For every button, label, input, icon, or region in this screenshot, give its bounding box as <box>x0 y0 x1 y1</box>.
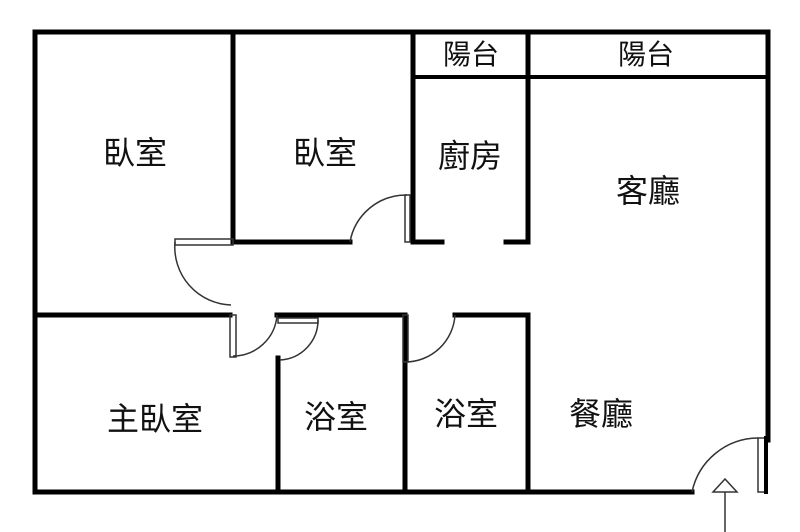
entrance-door-swing <box>691 437 759 493</box>
bedroom-1-door-swing <box>174 241 232 306</box>
bath-1-door-panel <box>277 317 319 324</box>
room-label-bathroom-2: 浴室 <box>434 395 498 433</box>
master-door-panel <box>229 314 237 358</box>
bedroom-2-door-swing <box>349 194 408 243</box>
room-label-balcony-2: 陽台 <box>618 38 674 71</box>
room-label-master-bedroom: 主臥室 <box>107 400 203 438</box>
room-label-bedroom-1: 臥室 <box>103 134 167 172</box>
entrance-door-panel <box>757 437 766 493</box>
entrance-arrow-icon <box>711 477 739 532</box>
master-door-swing <box>232 314 278 357</box>
bedroom-2-door-panel <box>404 194 411 243</box>
room-label-living-room: 客廳 <box>616 172 680 210</box>
bath-1-door-swing <box>279 319 319 361</box>
room-label-dining-room: 餐廳 <box>569 395 633 433</box>
room-label-balcony-1: 陽台 <box>443 38 499 71</box>
room-label-bedroom-2: 臥室 <box>293 134 357 172</box>
room-label-bathroom-1: 浴室 <box>304 398 368 436</box>
bedroom-1-door-panel <box>174 238 234 246</box>
bath-2-door-swing <box>404 314 456 363</box>
room-label-kitchen: 廚房 <box>438 137 502 175</box>
doors <box>174 194 768 494</box>
